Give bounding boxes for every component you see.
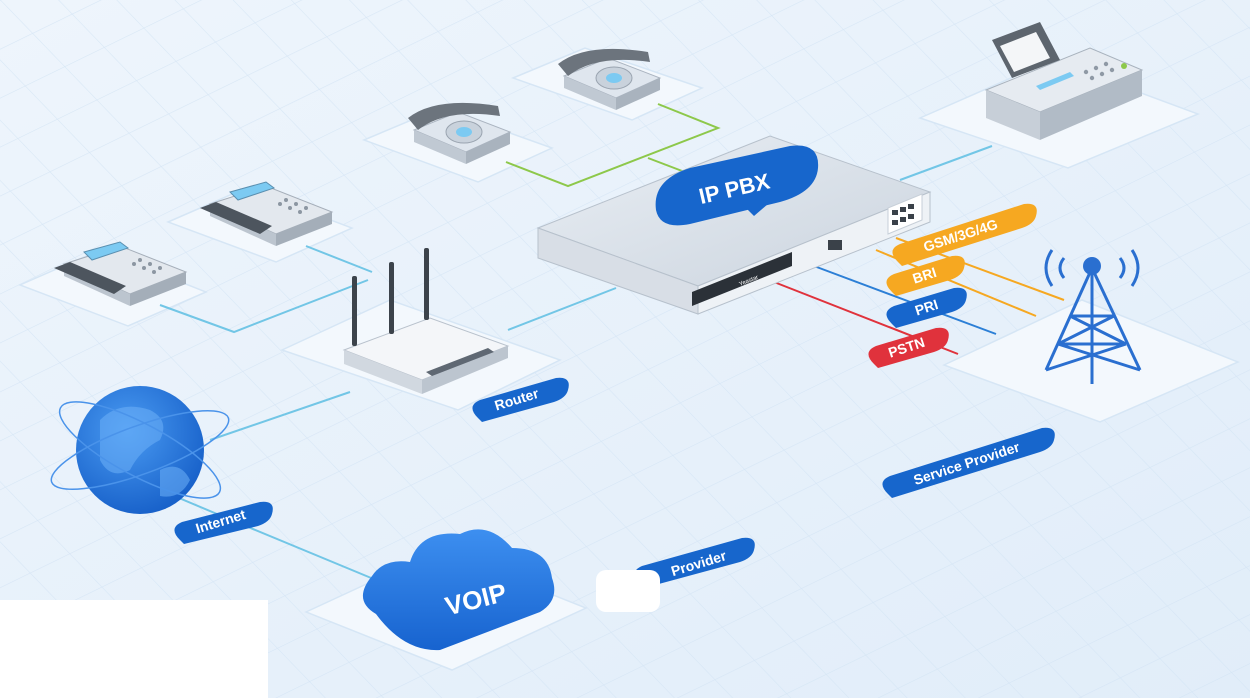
occlusion-patch: [596, 570, 660, 612]
globe-icon: [50, 386, 230, 514]
bri-label: BRI: [911, 264, 939, 287]
blank-corner: [0, 600, 268, 698]
line-pbx-fax: [899, 145, 993, 181]
voip-cloud: VOIP: [362, 529, 555, 651]
line-pri: [813, 265, 997, 335]
line-phone3-router: [305, 245, 373, 273]
label-pri: PRI: [886, 287, 967, 328]
fax-icon: [984, 22, 1144, 140]
pri-label: PRI: [913, 296, 940, 318]
label-bri: BRI: [886, 255, 965, 296]
rotary-phone-icon: [408, 102, 512, 164]
desk-phone-icon: [54, 241, 188, 306]
cell-tower-icon: [1044, 249, 1142, 384]
rotary-phone-icon: [558, 48, 662, 110]
ip-pbx-badge-shape: [655, 145, 819, 226]
router-icon: [342, 248, 510, 394]
desk-phone-icon: [200, 181, 334, 246]
line-green-phones: [505, 103, 721, 188]
line-router-pbx: [507, 287, 617, 331]
line-router-internet: [209, 391, 351, 441]
ip-pbx-badge: IP PBX: [655, 145, 819, 226]
line-phone4-router: [159, 279, 369, 334]
